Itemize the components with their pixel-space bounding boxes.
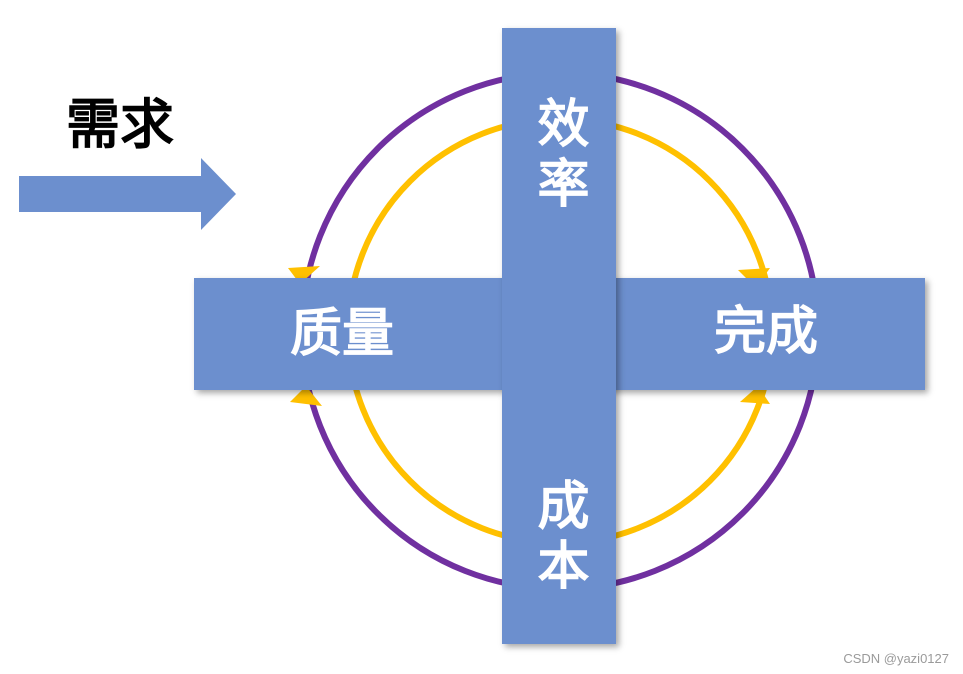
demand-arrow: [19, 158, 236, 230]
arrowhead-lower-left: [290, 386, 322, 406]
quality-label: 质量: [290, 304, 395, 364]
vertical-bar: [502, 28, 616, 644]
arrowhead-lower-right: [740, 386, 770, 404]
cost-label: 成本: [528, 478, 588, 598]
arrowhead-upper-left: [288, 266, 320, 284]
efficiency-label: 效率: [528, 96, 588, 216]
watermark: CSDN @yazi0127: [843, 651, 949, 666]
completion-label: 完成: [714, 302, 819, 362]
demand-label: 需求: [66, 93, 174, 156]
